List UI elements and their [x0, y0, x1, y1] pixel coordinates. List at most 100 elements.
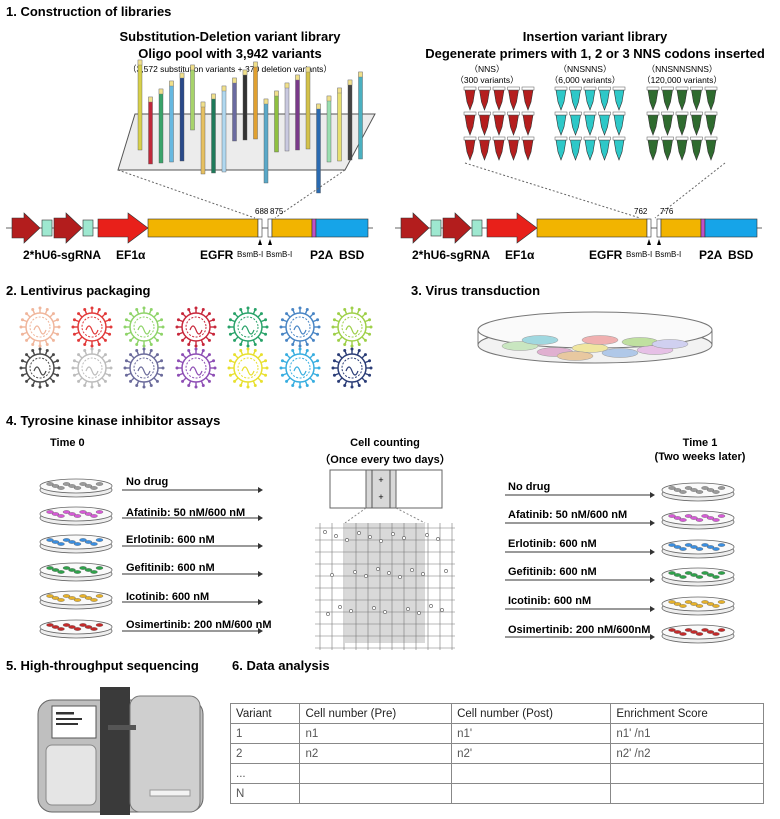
arrowhead — [258, 515, 263, 521]
hemocytometer: + + — [315, 469, 455, 650]
sgrna-box — [82, 219, 94, 237]
sgrna-box — [430, 219, 442, 237]
primer-tube — [599, 139, 610, 161]
counted-cell — [349, 609, 353, 613]
counted-cell — [425, 533, 429, 537]
data-table: Variant Cell number (Pre) Cell number (P… — [229, 703, 764, 804]
counted-cell — [357, 531, 361, 535]
tube-cap — [612, 136, 626, 141]
primer-tube — [479, 114, 490, 136]
virus-particle — [279, 306, 321, 348]
primer-tube — [676, 139, 688, 161]
tube-cap — [661, 86, 674, 91]
oligo-strand — [190, 64, 195, 131]
primer-tube — [479, 89, 490, 111]
culture-dish — [661, 539, 735, 559]
hu6-promoter-arrow — [11, 212, 41, 244]
primer-tube — [691, 139, 702, 161]
cut-site-marker — [657, 239, 661, 245]
virus-particle — [331, 306, 373, 348]
oligo-strand — [326, 95, 332, 163]
primer-tube — [613, 114, 625, 136]
construct-right-sgrna: 2*hU6-sgRNA — [412, 248, 491, 262]
tube-cap — [583, 111, 597, 116]
primer-tube — [464, 114, 476, 136]
group-nnsnns-count: （6,000 variants） — [549, 75, 621, 85]
transduced-cell — [651, 339, 689, 349]
primer-tube — [662, 139, 673, 161]
tube-cap — [507, 111, 520, 116]
oligo-cap — [190, 64, 195, 71]
section-5-title: 5. High-throughput sequencing — [6, 658, 199, 673]
sgrna-box — [41, 219, 53, 237]
hu6-promoter-arrow — [400, 212, 430, 244]
tube-cap — [598, 136, 611, 141]
counted-cell — [323, 530, 327, 534]
oligo-cap — [284, 82, 290, 89]
primer-tube — [705, 114, 717, 136]
egfr-segment — [271, 218, 313, 238]
construct-right-site2: BsmB-I — [655, 250, 682, 259]
left-library-title: Substitution-Deletion variant library — [119, 29, 341, 44]
construct-right-bsd: BSD — [728, 248, 754, 262]
oligo-cap — [179, 72, 185, 79]
oligo-cap — [295, 74, 300, 81]
primer-tube — [691, 114, 702, 136]
oligo-strand — [169, 80, 174, 163]
construct-left-p2a: P2A — [310, 248, 334, 262]
primer-tube — [555, 139, 567, 161]
counted-cell — [436, 537, 440, 541]
hu6-promoter-arrow — [442, 212, 472, 244]
arrowhead — [650, 606, 655, 612]
oligo-cap — [347, 79, 353, 86]
primer-tube — [555, 114, 567, 136]
primer-tube — [613, 139, 625, 161]
counting-title: Cell counting — [350, 437, 420, 449]
oligo-cap — [148, 96, 153, 103]
egfr-segment — [536, 218, 648, 238]
right-library-title: Insertion variant library — [522, 29, 668, 44]
construct-right — [395, 212, 762, 245]
sgrna-box — [471, 219, 483, 237]
bsmbi-site — [267, 218, 273, 238]
tube-cap — [704, 111, 718, 116]
section-1-title: 1. Construction of libraries — [6, 4, 172, 19]
primer-tube — [508, 114, 519, 136]
section-6-title: 6. Data analysis — [232, 658, 330, 673]
arrowhead — [258, 543, 263, 549]
oligo-strand — [284, 82, 290, 152]
group-nnsnns-name: （NNSNNS） — [558, 64, 612, 74]
bsd-segment — [315, 218, 369, 238]
primer-tube — [676, 114, 688, 136]
counted-cell — [334, 534, 338, 538]
construct-right-pos-a: 762 — [634, 207, 648, 216]
tube-cap — [690, 136, 703, 141]
oligo-strand — [232, 77, 237, 142]
tube-cap — [675, 111, 689, 116]
tube-cap — [646, 86, 660, 91]
counted-cell — [391, 532, 395, 536]
lentivirus-particles — [19, 306, 373, 389]
oligo-cap — [337, 87, 342, 94]
tube-cap — [612, 111, 626, 116]
transduced-cell — [521, 335, 559, 345]
oligo-strand — [253, 61, 258, 140]
treatment-right-1: Afatinib: 50 nM/600 nM — [508, 509, 628, 521]
oligo-cap — [316, 103, 321, 110]
culture-dish — [39, 534, 113, 554]
tube-cap — [492, 86, 506, 91]
tube-cap — [521, 136, 535, 141]
tube-cap — [704, 136, 718, 141]
counted-cell — [353, 570, 357, 574]
virus-particle — [227, 306, 269, 348]
primer-tube — [570, 114, 581, 136]
tube-cap — [690, 111, 703, 116]
tube-cap — [463, 136, 477, 141]
construct-right-p2a: P2A — [699, 248, 723, 262]
tube-cap — [507, 136, 520, 141]
oligo-strand — [221, 85, 227, 173]
treatment-left-5: Osimertinib: 200 nM/600 nM — [126, 619, 272, 631]
virus-particle — [71, 347, 113, 389]
group-nnsnnsnns-name: （NNSNNSNNS） — [646, 64, 718, 74]
tube-cap — [521, 86, 535, 91]
